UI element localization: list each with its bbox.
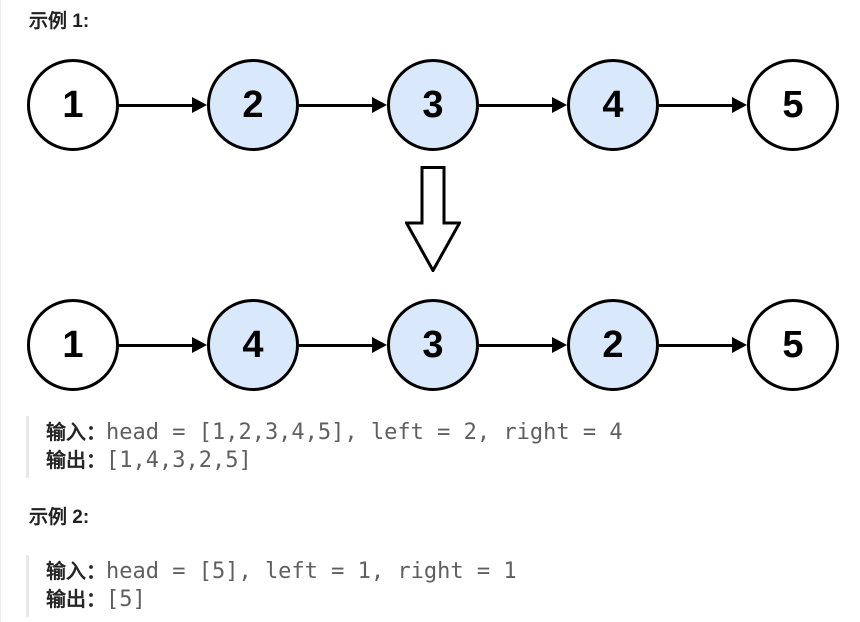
list-node: 1 xyxy=(27,299,119,391)
output-label: 输出： xyxy=(46,450,106,472)
arrowhead-icon xyxy=(732,97,747,113)
arrowhead-icon xyxy=(552,337,567,353)
list-node: 2 xyxy=(207,59,299,151)
list-node: 3 xyxy=(387,299,479,391)
output-label: 输出： xyxy=(46,589,106,611)
example-2-input-line: 输入：head = [5], left = 1, right = 1 xyxy=(46,558,860,586)
output-value: [1,4,3,2,5] xyxy=(106,448,252,473)
transform-arrow-row xyxy=(27,166,839,272)
input-value: head = [1,2,3,4,5], left = 2, right = 4 xyxy=(106,420,623,445)
arrow-line xyxy=(479,103,553,107)
next-pointer-arrow xyxy=(299,337,387,353)
example-2-heading: 示例 2: xyxy=(29,507,90,528)
example-2-output-line: 输出：[5] xyxy=(46,586,860,614)
down-arrow-icon xyxy=(405,166,461,272)
next-pointer-arrow xyxy=(119,97,207,113)
arrow-line xyxy=(659,103,733,107)
arrow-line xyxy=(119,103,193,107)
arrow-line xyxy=(479,343,553,347)
example-1-heading: 示例 1: xyxy=(29,11,90,32)
arrowhead-icon xyxy=(372,337,387,353)
arrowhead-icon xyxy=(732,337,747,353)
output-value: [5] xyxy=(106,587,146,612)
next-pointer-arrow xyxy=(479,97,567,113)
arrow-line xyxy=(659,343,733,347)
arrowhead-icon xyxy=(372,97,387,113)
arrowhead-icon xyxy=(552,97,567,113)
arrowhead-icon xyxy=(192,97,207,113)
list-node: 3 xyxy=(387,59,479,151)
list-node: 5 xyxy=(747,299,839,391)
example-1-output-line: 输出：[1,4,3,2,5] xyxy=(46,447,860,475)
input-label: 输入： xyxy=(46,561,106,583)
input-value: head = [5], left = 1, right = 1 xyxy=(106,559,517,584)
arrow-line xyxy=(119,343,193,347)
next-pointer-arrow xyxy=(119,337,207,353)
list-node: 2 xyxy=(567,299,659,391)
example-1-input-line: 输入：head = [1,2,3,4,5], left = 2, right =… xyxy=(46,419,860,447)
list-node: 1 xyxy=(27,59,119,151)
list-node: 4 xyxy=(207,299,299,391)
example-2-io-block: 输入：head = [5], left = 1, right = 1 输出：[5… xyxy=(26,555,860,617)
next-pointer-arrow xyxy=(659,337,747,353)
next-pointer-arrow xyxy=(659,97,747,113)
input-label: 输入： xyxy=(46,422,106,444)
next-pointer-arrow xyxy=(479,337,567,353)
list-node: 5 xyxy=(747,59,839,151)
arrowhead-icon xyxy=(192,337,207,353)
arrow-line xyxy=(299,103,373,107)
list-node: 4 xyxy=(567,59,659,151)
example-1-io-block: 输入：head = [1,2,3,4,5], left = 2, right =… xyxy=(26,416,860,478)
arrow-line xyxy=(299,343,373,347)
next-pointer-arrow xyxy=(299,97,387,113)
